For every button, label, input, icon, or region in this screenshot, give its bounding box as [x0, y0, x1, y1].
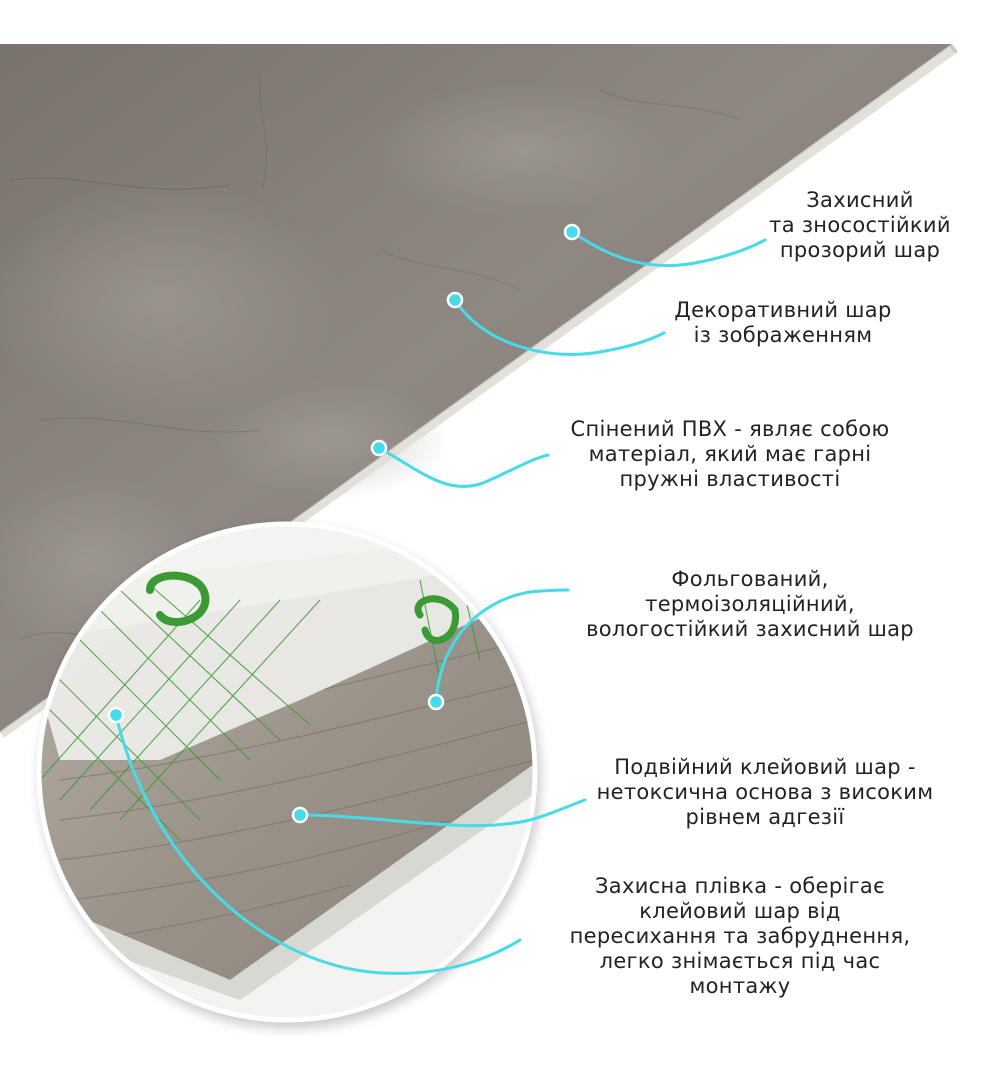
label-adhesive-layer: Подвійний клейовий шар - нетоксична осно…	[560, 755, 970, 830]
label-line: термоізоляційний,	[645, 592, 855, 616]
label-line: Декоративний шар	[674, 298, 892, 322]
label-line: вологостійкий захисний шар	[586, 617, 914, 641]
dot-marker	[427, 693, 445, 711]
label-line: пружні властивості	[619, 467, 841, 491]
dot-marker	[291, 806, 309, 824]
label-line: Захисний	[806, 188, 914, 212]
label-line: Фольгований,	[671, 567, 829, 591]
backing-logo	[146, 571, 460, 644]
leader-line-foil-layer	[434, 588, 570, 704]
dot-marker	[563, 223, 581, 241]
dot-marker	[446, 291, 464, 309]
label-line: Захисна плівка - оберігає	[595, 874, 885, 898]
label-line: рівнем адгезії	[685, 805, 845, 829]
label-line: монтажу	[689, 974, 791, 998]
label-line: матеріал, який має гарні	[588, 442, 872, 466]
leader-lines	[114, 230, 767, 975]
label-line: та зносостійкий	[769, 213, 951, 237]
label-line: із зображенням	[693, 323, 873, 347]
label-protective-layer: Захисний та зносостійкий прозорий шар	[740, 188, 980, 263]
label-line: легко знімається під час	[599, 949, 881, 973]
label-foil-layer: Фольгований, термоізоляційний, вологості…	[540, 567, 960, 642]
dot-marker	[370, 439, 388, 457]
leader-line-protective-film	[114, 713, 522, 975]
label-protective-film: Захисна плівка - оберігає клейовий шар в…	[530, 874, 950, 999]
leader-line-foamed-pvc	[377, 446, 550, 489]
label-decorative-layer: Декоративний шар із зображенням	[648, 298, 918, 348]
dot-marker	[107, 706, 125, 724]
leader-line-protective-layer	[570, 230, 767, 268]
label-foamed-pvc: Спінений ПВХ - являє собою матеріал, яки…	[540, 417, 920, 492]
label-line: Подвійний клейовий шар -	[614, 755, 916, 779]
label-line: пересихання та забруднення,	[569, 924, 911, 948]
leader-line-adhesive-layer	[298, 798, 587, 828]
label-line: прозорий шар	[779, 238, 941, 262]
leader-markers	[107, 223, 581, 824]
label-line: клейовий шар від	[639, 899, 841, 923]
label-line: Спінений ПВХ - являє собою	[570, 417, 890, 441]
zoom-circle-border	[36, 521, 538, 1023]
zoom-detail-view	[39, 524, 535, 1020]
leader-line-decorative-layer	[453, 298, 666, 356]
label-line: нетоксична основа з високим	[596, 780, 934, 804]
